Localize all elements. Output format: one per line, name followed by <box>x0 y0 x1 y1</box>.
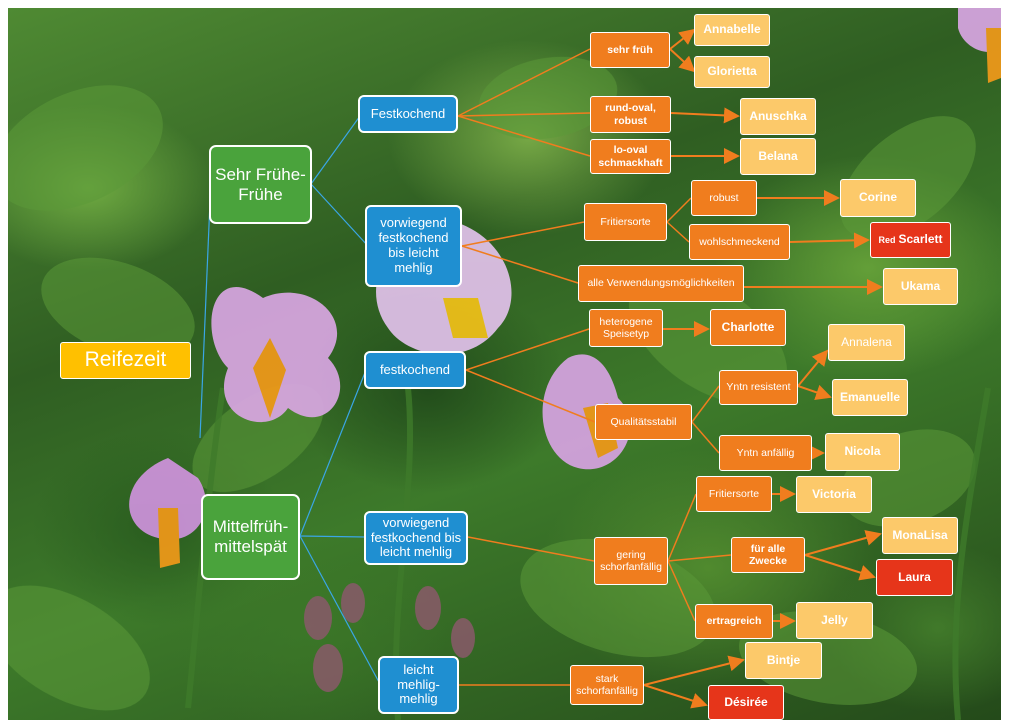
variety-emanuelle: Emanuelle <box>832 379 908 416</box>
trait-yntn-resistent: Yntn resistent <box>719 370 798 405</box>
variety-laura: Laura <box>876 559 953 596</box>
cooking-leicht-mehlig: leicht mehlig-mehlig <box>378 656 459 714</box>
trait-fritiersorte-1: Fritiersorte <box>584 203 667 241</box>
group-mittelfrueh-mittelspaet: Mittelfrüh-mittelspät <box>201 494 300 580</box>
variety-belana: Belana <box>740 138 816 175</box>
variety-glorietta: Glorietta <box>694 56 770 88</box>
cooking-vorwiegend-early: vorwiegend festkochend bis leicht mehlig <box>365 205 462 287</box>
blue-connectors <box>199 115 381 685</box>
trait-robust: robust <box>691 180 757 216</box>
variety-bintje: Bintje <box>745 642 822 679</box>
trait-sehr-frueh: sehr früh <box>590 32 670 68</box>
orange-connectors <box>457 48 732 686</box>
flower-center <box>211 287 341 423</box>
trait-yntn-anfaellig: Yntn anfällig <box>719 435 812 471</box>
flower-corner <box>958 8 1001 83</box>
variety-annabelle: Annabelle <box>694 14 770 46</box>
cooking-vorwiegend-mid: vorwiegend festkochend bis leicht mehlig <box>364 511 468 565</box>
arrow-connectors <box>643 28 883 709</box>
mindmap-canvas: Reifezeit Sehr Frühe-Frühe Mittelfrüh-mi… <box>8 8 1001 720</box>
trait-stark-schorfanfaellig: stark schorfanfällig <box>570 665 644 705</box>
variety-annalena: Annalena <box>828 324 905 361</box>
trait-gering-schorfanfaellig: gering schorfanfällig <box>594 537 668 585</box>
trait-fritiersorte-2: Fritiersorte <box>696 476 772 512</box>
leaf-shapes <box>8 56 976 711</box>
cooking-festkochend-mid: festkochend <box>364 351 466 389</box>
trait-ertragreich: ertragreich <box>695 604 773 639</box>
variety-charlotte: Charlotte <box>710 309 786 346</box>
flower-left <box>129 458 206 568</box>
variety-ukama: Ukama <box>883 268 958 305</box>
variety-nicola: Nicola <box>825 433 900 471</box>
trait-wohlschmeckend: wohlschmeckend <box>689 224 790 260</box>
trait-alle-verwendung: alle Verwendungsmöglichkeiten <box>578 265 744 302</box>
variety-desiree: Désirée <box>708 685 784 720</box>
bud-cluster <box>304 583 475 692</box>
variety-jelly: Jelly <box>796 602 873 639</box>
cooking-festkochend-early: Festkochend <box>358 95 458 133</box>
trait-heterogene-speisetyp: heterogene Speisetyp <box>589 309 663 347</box>
variety-red-scarlett-prefix: Red <box>878 234 896 245</box>
connector-lines <box>199 28 883 709</box>
trait-rund-oval: rund-oval, robust <box>590 96 671 133</box>
trait-fuer-alle-zwecke: für alle Zwecke <box>731 537 805 573</box>
variety-victoria: Victoria <box>796 476 872 513</box>
trait-qualitaetsstabil: Qualitätsstabil <box>595 404 692 440</box>
variety-red-scarlett-label: Scarlett <box>898 232 943 247</box>
group-sehr-fruehe-fruehe: Sehr Frühe-Frühe <box>209 145 312 224</box>
root-node-reifezeit: Reifezeit <box>60 342 191 379</box>
variety-anuschka: Anuschka <box>740 98 816 135</box>
trait-lo-oval: lo-oval schmackhaft <box>590 139 671 174</box>
variety-corine: Corine <box>840 179 916 217</box>
variety-monalisa: MonaLisa <box>882 517 958 554</box>
background-foliage <box>8 8 1001 720</box>
